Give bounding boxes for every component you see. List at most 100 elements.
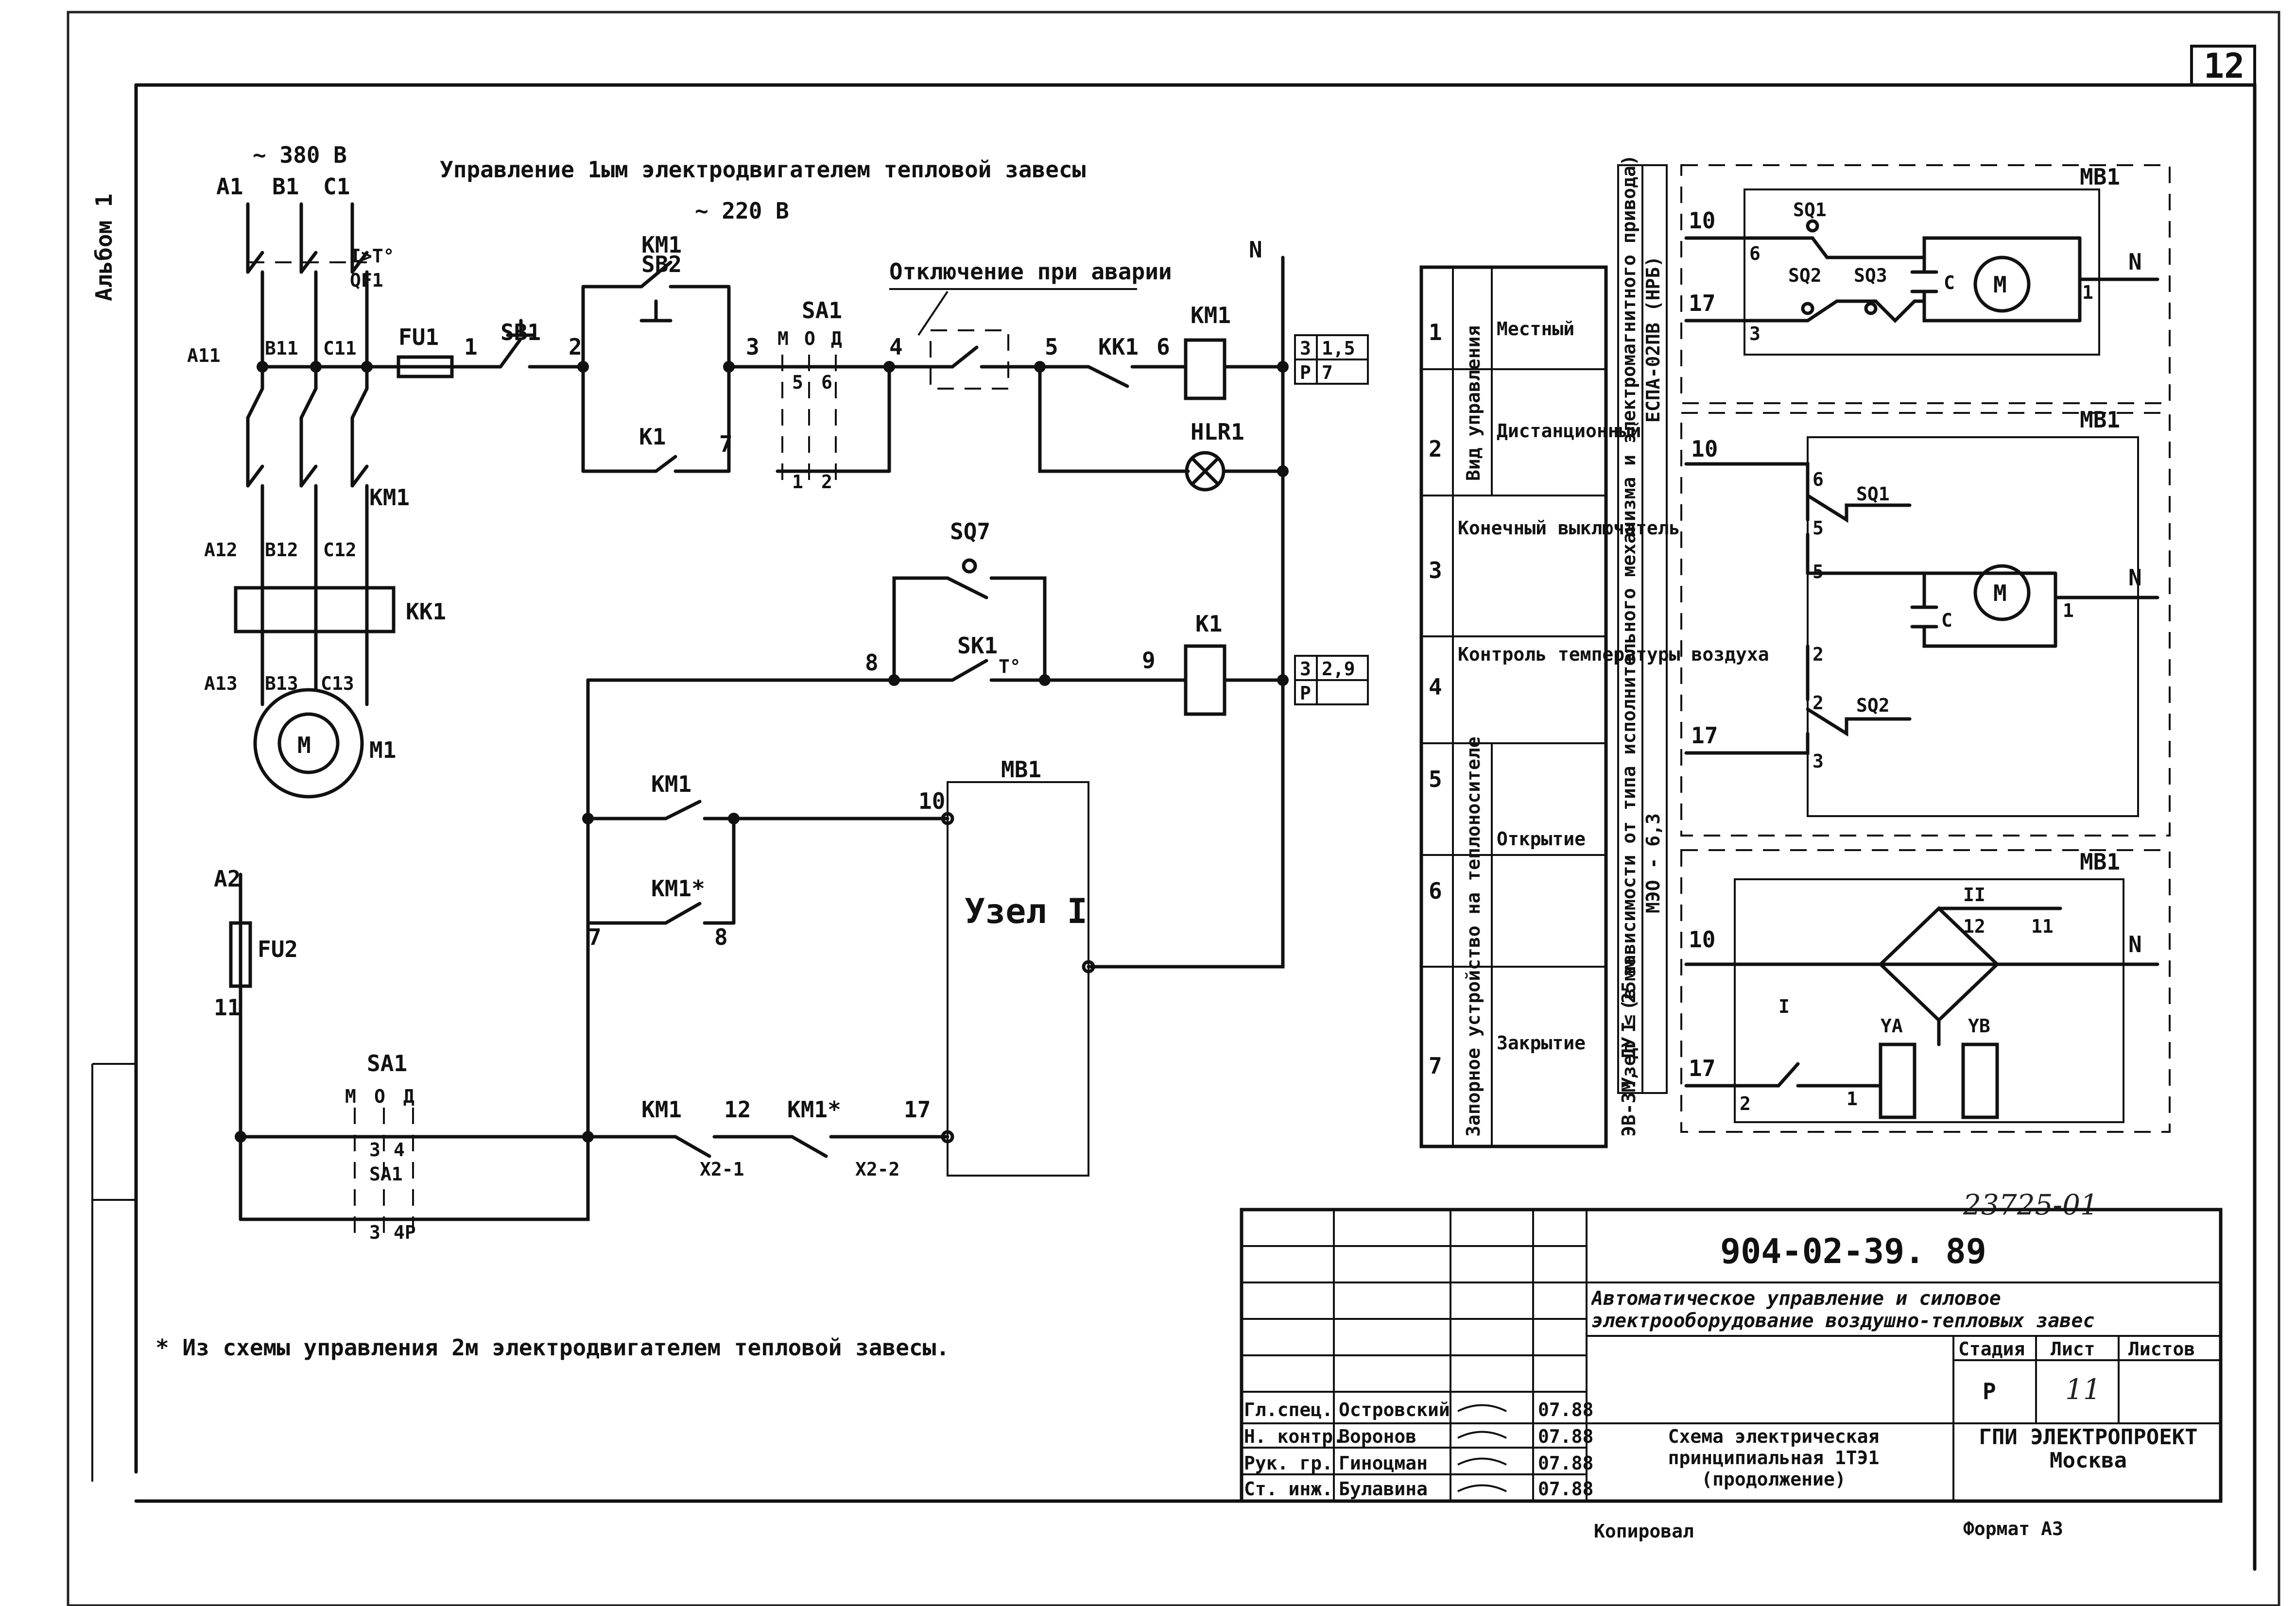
ref1-d: 7 <box>1322 362 1333 383</box>
selector-sa1: SA1 <box>802 297 842 324</box>
contactor-km1: КМ1 <box>369 484 410 511</box>
neutral-line <box>1087 256 1285 969</box>
stage: Р <box>1983 1378 1996 1404</box>
phase-a12: А12 <box>204 539 238 561</box>
sa1-contact-6: 6 <box>821 372 832 393</box>
phase-c12: С12 <box>323 539 357 561</box>
v2-term-6: 6 <box>1813 469 1824 490</box>
km1-star-contact <box>586 902 736 925</box>
v3-label-i: I <box>1778 996 1790 1017</box>
row-5-num: 5 <box>1429 766 1442 792</box>
row-1-num: 1 <box>1429 319 1442 345</box>
row-6-num: 6 <box>1429 878 1442 904</box>
ref1-b: 1,5 <box>1322 338 1355 359</box>
v1-term-10: 10 <box>1689 207 1715 234</box>
v1-sq2: SQ2 <box>1788 265 1822 286</box>
v2-motor: М <box>1993 580 2007 606</box>
motor-m1-inner <box>277 712 340 774</box>
v3-term-n: N <box>2128 931 2142 957</box>
v3-yb: YB <box>1968 1015 1990 1037</box>
group-valve: Запорное устройство на теплоносителе <box>1463 736 1484 1137</box>
x2-2: Х2-2 <box>855 1159 900 1180</box>
organization: ГПИ ЭЛЕКТРОПРОЕКТ Москва <box>1979 1426 2198 1473</box>
wire-9: 9 <box>1142 647 1156 673</box>
v2-term-1: 1 <box>2063 600 2074 621</box>
signature-scribbles <box>1457 1404 1507 1492</box>
v3-term-ii: II <box>1963 884 1985 906</box>
sig-role-1: Гл.спец. <box>1244 1399 1333 1420</box>
wire-10: 10 <box>918 788 945 814</box>
v3-term-10: 10 <box>1689 926 1715 953</box>
sa1-lower-3: 3 <box>369 1139 380 1161</box>
row-2-label: Дистанционный <box>1497 420 1641 442</box>
kk1-contact-label: КК1 <box>1098 334 1139 360</box>
breaker-qf1: QF1 <box>350 270 383 291</box>
sa1-pos-d: Д <box>831 328 842 349</box>
phase-c1: С1 <box>323 173 350 200</box>
km1-series-contacts <box>586 1135 949 1158</box>
ref2-c: Р <box>1300 683 1311 704</box>
v2-term-n: N <box>2128 564 2142 591</box>
phase-a13: А13 <box>204 673 238 694</box>
neutral-n: N <box>1249 237 1262 263</box>
sa1-contact-1: 1 <box>792 471 803 493</box>
row-7-num: 7 <box>1429 1053 1442 1079</box>
k1-contact-label: К1 <box>639 424 666 450</box>
row-3-label: Конечный выключатель <box>1458 517 1680 539</box>
page-number: 12 <box>2204 46 2244 86</box>
row-3-num: 3 <box>1429 557 1442 583</box>
variant-2-mb1: МВ1 10 6 5 5 SQ1 С М 1 N 2 2 SQ2 3 17 <box>1680 407 2171 837</box>
mb1-block <box>947 781 1089 1177</box>
v2-term-17: 17 <box>1691 722 1718 749</box>
vnote-3: МЭО - 6,3 <box>1642 813 1664 913</box>
v2-title: МВ1 <box>2080 407 2120 433</box>
wire-3: 3 <box>746 334 760 360</box>
breaker-rating: I>T° <box>350 245 395 267</box>
motor-symbol: М <box>297 732 311 758</box>
vnote-1: Узел I (в зависимости от типа исполнител… <box>1618 154 1640 1088</box>
designation: 904-02-39. 89 <box>1720 1231 1986 1271</box>
sig-name-4: Булавина <box>1339 1478 1428 1500</box>
km1-star-label: КМ1* <box>651 875 705 902</box>
fuse-fu1-label: FU1 <box>398 324 439 350</box>
row-7-label: Закрытие <box>1497 1032 1586 1054</box>
sheet-number: 11 <box>2065 1373 2101 1406</box>
v1-motor: М <box>1993 272 2007 298</box>
sa1-contact-5: 5 <box>792 372 803 393</box>
relay-k1-label: К1 <box>1195 611 1222 637</box>
v1-term-1: 1 <box>2082 282 2093 303</box>
v3-term-11: 11 <box>2031 916 2054 937</box>
v2-term-3: 3 <box>1813 751 1824 772</box>
outer-frame <box>67 11 2280 1606</box>
sq7-label: SQ7 <box>950 518 990 545</box>
sig-role-2: Н. контр. <box>1244 1426 1344 1447</box>
format-label: Формат А3 <box>1963 1518 2063 1539</box>
v1-term-17: 17 <box>1689 290 1715 316</box>
sa1-lower-4: 4 <box>394 1139 405 1161</box>
ref1-a: 3 <box>1300 338 1311 359</box>
v1-term-n: N <box>2128 249 2142 275</box>
sa1-lower-3b: 3 <box>369 1222 380 1243</box>
v2-term-10: 10 <box>1691 436 1718 462</box>
sa1-lower-label: SA1 <box>367 1050 407 1076</box>
relay-k1 <box>1184 644 1226 716</box>
col-stage: Стадия <box>1958 1338 2025 1360</box>
v1-term-6: 6 <box>1749 243 1761 264</box>
motor-m1-outer <box>253 688 364 799</box>
ref2-a: 3 <box>1300 658 1311 680</box>
km1-series-label-1: КМ1 <box>641 1096 682 1123</box>
wire-6: 6 <box>1157 334 1170 360</box>
v2-sq2: SQ2 <box>1856 695 1890 716</box>
v1-cap: С <box>1944 272 1955 293</box>
v2-sq1: SQ1 <box>1856 483 1890 505</box>
copy-label: Копировал <box>1594 1521 1694 1542</box>
phase-a1: А1 <box>216 173 243 200</box>
sig-date-1: 07.88 <box>1538 1399 1593 1420</box>
emergency-box <box>930 329 1009 390</box>
stamp-number: 23725-01 <box>1963 1188 2098 1221</box>
voltage-220: ~ 220 В <box>695 198 789 224</box>
km1-contact-mb-label: КМ1 <box>651 771 691 797</box>
fu2-label: FU2 <box>258 936 298 962</box>
power-circuit: А1 В1 С1 I>T° QF1 А11 В11 С11 КМ1 А12 В1… <box>187 173 446 799</box>
wire-5: 5 <box>1045 334 1058 360</box>
